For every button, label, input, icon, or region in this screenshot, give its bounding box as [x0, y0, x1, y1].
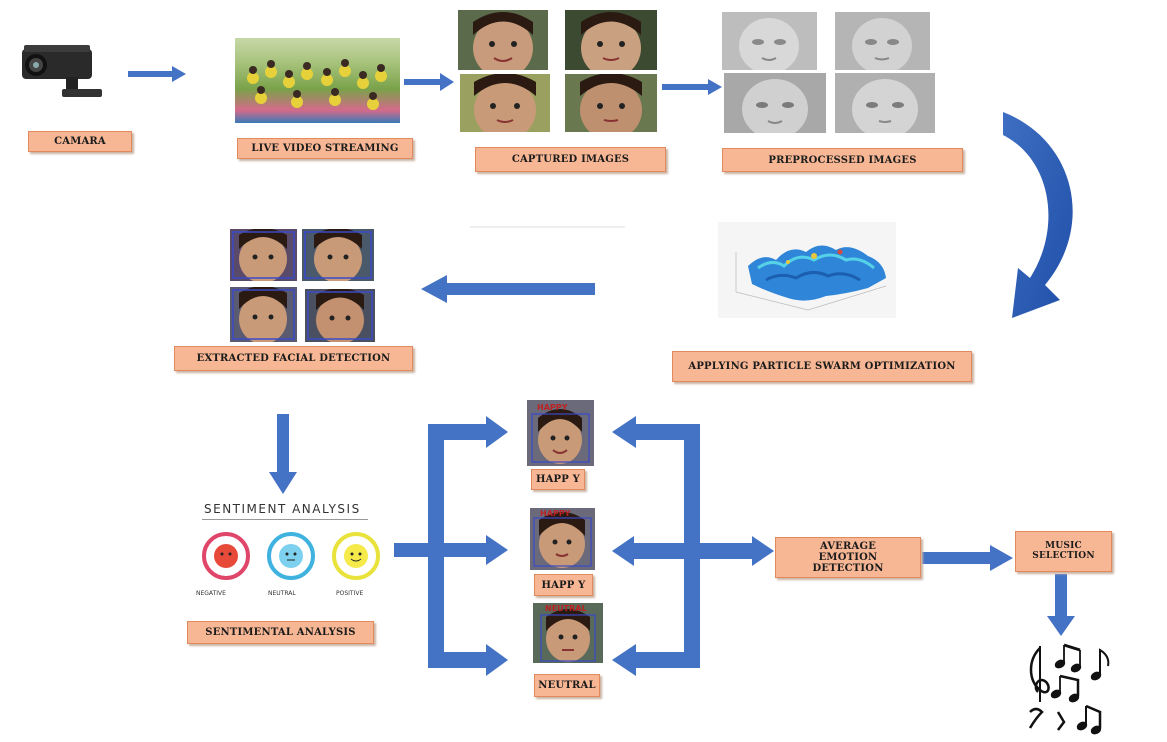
arrow-music-to-notes	[1047, 574, 1075, 636]
label-happy-1: HAPP Y	[531, 469, 585, 490]
curved-arrow-to-pso	[1003, 112, 1073, 318]
captured-face-4	[565, 74, 657, 132]
arrow-from-bracket-to-neutral	[612, 644, 700, 676]
live-video-thumbnail	[235, 38, 400, 123]
sentiment-panel-title: SENTIMENT ANALYSIS	[204, 502, 361, 516]
extracted-face-2	[302, 229, 374, 281]
preprocessed-face-4	[835, 73, 935, 133]
emotion-tag-neutral: NEUTRAL	[545, 604, 587, 613]
arrow-extracted-to-sentiment	[269, 414, 297, 494]
label-average-emotion-detection: AVERAGE EMOTION DETECTION	[775, 537, 921, 578]
label-pso: APPLYING PARTICLE SWARM OPTIMIZATION	[672, 351, 972, 382]
arrow-captured-to-preprocessed	[662, 79, 722, 95]
arrow-to-happy1	[444, 416, 508, 448]
label-music-selection: MUSIC SELECTION	[1015, 531, 1112, 572]
arrow-sentiment-to-bracket	[394, 543, 428, 557]
arrow-to-happy2	[444, 535, 508, 565]
emotion-face-neutral: NEUTRAL	[533, 603, 603, 663]
label-live-video-streaming: LIVE VIDEO STREAMING	[237, 138, 413, 159]
arrow-average-to-music	[922, 545, 1013, 571]
arrow-happy2-average	[612, 536, 774, 566]
label-preprocessed-images: PREPROCESSED IMAGES	[722, 148, 963, 172]
extracted-face-3	[230, 287, 297, 342]
arrow-camera-to-stream	[128, 66, 186, 82]
emotion-face-happy-1: HAPPY	[527, 400, 594, 466]
preprocessed-face-2	[835, 12, 930, 70]
label-captured-images: CAPTURED IMAGES	[475, 147, 666, 172]
arrow-to-neutral	[444, 644, 508, 676]
captured-face-1	[458, 10, 548, 70]
extracted-face-4	[305, 289, 375, 342]
label-sentimental-analysis: SENTIMENTAL ANALYSIS	[187, 621, 374, 644]
preprocessed-face-3	[724, 73, 826, 133]
emotion-tag-happy-1: HAPPY	[537, 403, 568, 412]
sentiment-circles	[202, 532, 380, 580]
emotion-face-happy-2: HAPPY	[530, 508, 595, 570]
arrow-pso-to-extracted	[421, 275, 595, 303]
sentiment-neutral-label: NEUTRAL	[268, 590, 296, 597]
captured-face-3	[460, 74, 550, 132]
sentiment-analysis-panel: SENTIMENT ANALYSIS NEGATIVE NEUTRAL POSI…	[186, 498, 384, 602]
label-extracted-facial-detection: EXTRACTED FACIAL DETECTION	[174, 346, 413, 371]
label-happy-2: HAPP Y	[534, 574, 593, 596]
arrow-from-bracket-to-happy1	[612, 416, 700, 448]
sentiment-panel-underline	[202, 519, 368, 520]
arrow-stream-to-captured	[404, 73, 454, 91]
sentiment-negative-label: NEGATIVE	[196, 590, 226, 597]
emotion-tag-happy-2: HAPPY	[540, 509, 571, 518]
pso-surface-plot	[718, 222, 896, 318]
preprocessed-face-1	[722, 12, 817, 70]
sentiment-positive-label: POSITIVE	[336, 590, 364, 597]
label-neutral: NEUTRAL	[534, 674, 600, 697]
extracted-face-1	[230, 229, 297, 281]
captured-face-2	[565, 10, 657, 70]
left-bracket-bar	[428, 424, 444, 668]
label-camera: CAMARA	[28, 131, 132, 152]
